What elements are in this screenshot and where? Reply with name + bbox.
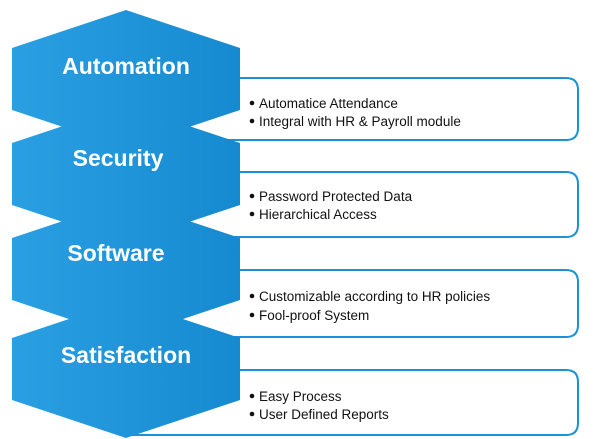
bullet-dot: [249, 411, 255, 417]
bullet-dot: [249, 193, 255, 199]
chevron-label-software: Software: [67, 240, 164, 266]
bullet-text: Automatice Attendance: [259, 96, 398, 111]
bullet-text: User Defined Reports: [259, 407, 389, 422]
bullet-dot: [249, 211, 255, 217]
bullet-text: Integral with HR & Payroll module: [259, 114, 461, 129]
info-box-software: [129, 269, 579, 338]
section-software: Software Customizable according to HR po…: [12, 200, 579, 338]
chevron-label-satisfaction: Satisfaction: [61, 342, 191, 368]
bullet-text: Fool-proof System: [259, 308, 369, 323]
bullet-text: Customizable according to HR policies: [259, 289, 490, 304]
chevron-software: [12, 200, 240, 338]
chevron-automation: [12, 10, 240, 148]
chevron-label-security: Security: [73, 145, 164, 171]
section-satisfaction: Satisfaction Easy Process User Defined R…: [12, 300, 579, 438]
bullet-dot: [249, 312, 255, 318]
bullet-dot: [249, 100, 255, 106]
section-security: Security Password Protected Data Hierarc…: [12, 105, 579, 243]
section-automation: Automation Automatice Attendance Integra…: [12, 10, 579, 148]
bullet-text: Easy Process: [259, 389, 342, 404]
bullet-text: Hierarchical Access: [259, 207, 377, 222]
bullet-dot: [249, 393, 255, 399]
chevron-security: [12, 105, 240, 243]
chevron-satisfaction: [12, 300, 240, 438]
chevron-label-automation: Automation: [62, 53, 190, 79]
bullet-text: Password Protected Data: [259, 189, 413, 204]
bullet-dot: [249, 293, 255, 299]
info-box-satisfaction: [129, 369, 579, 436]
info-box-automation: [129, 77, 579, 141]
bullet-dot: [249, 118, 255, 124]
info-box-security: [129, 171, 579, 238]
